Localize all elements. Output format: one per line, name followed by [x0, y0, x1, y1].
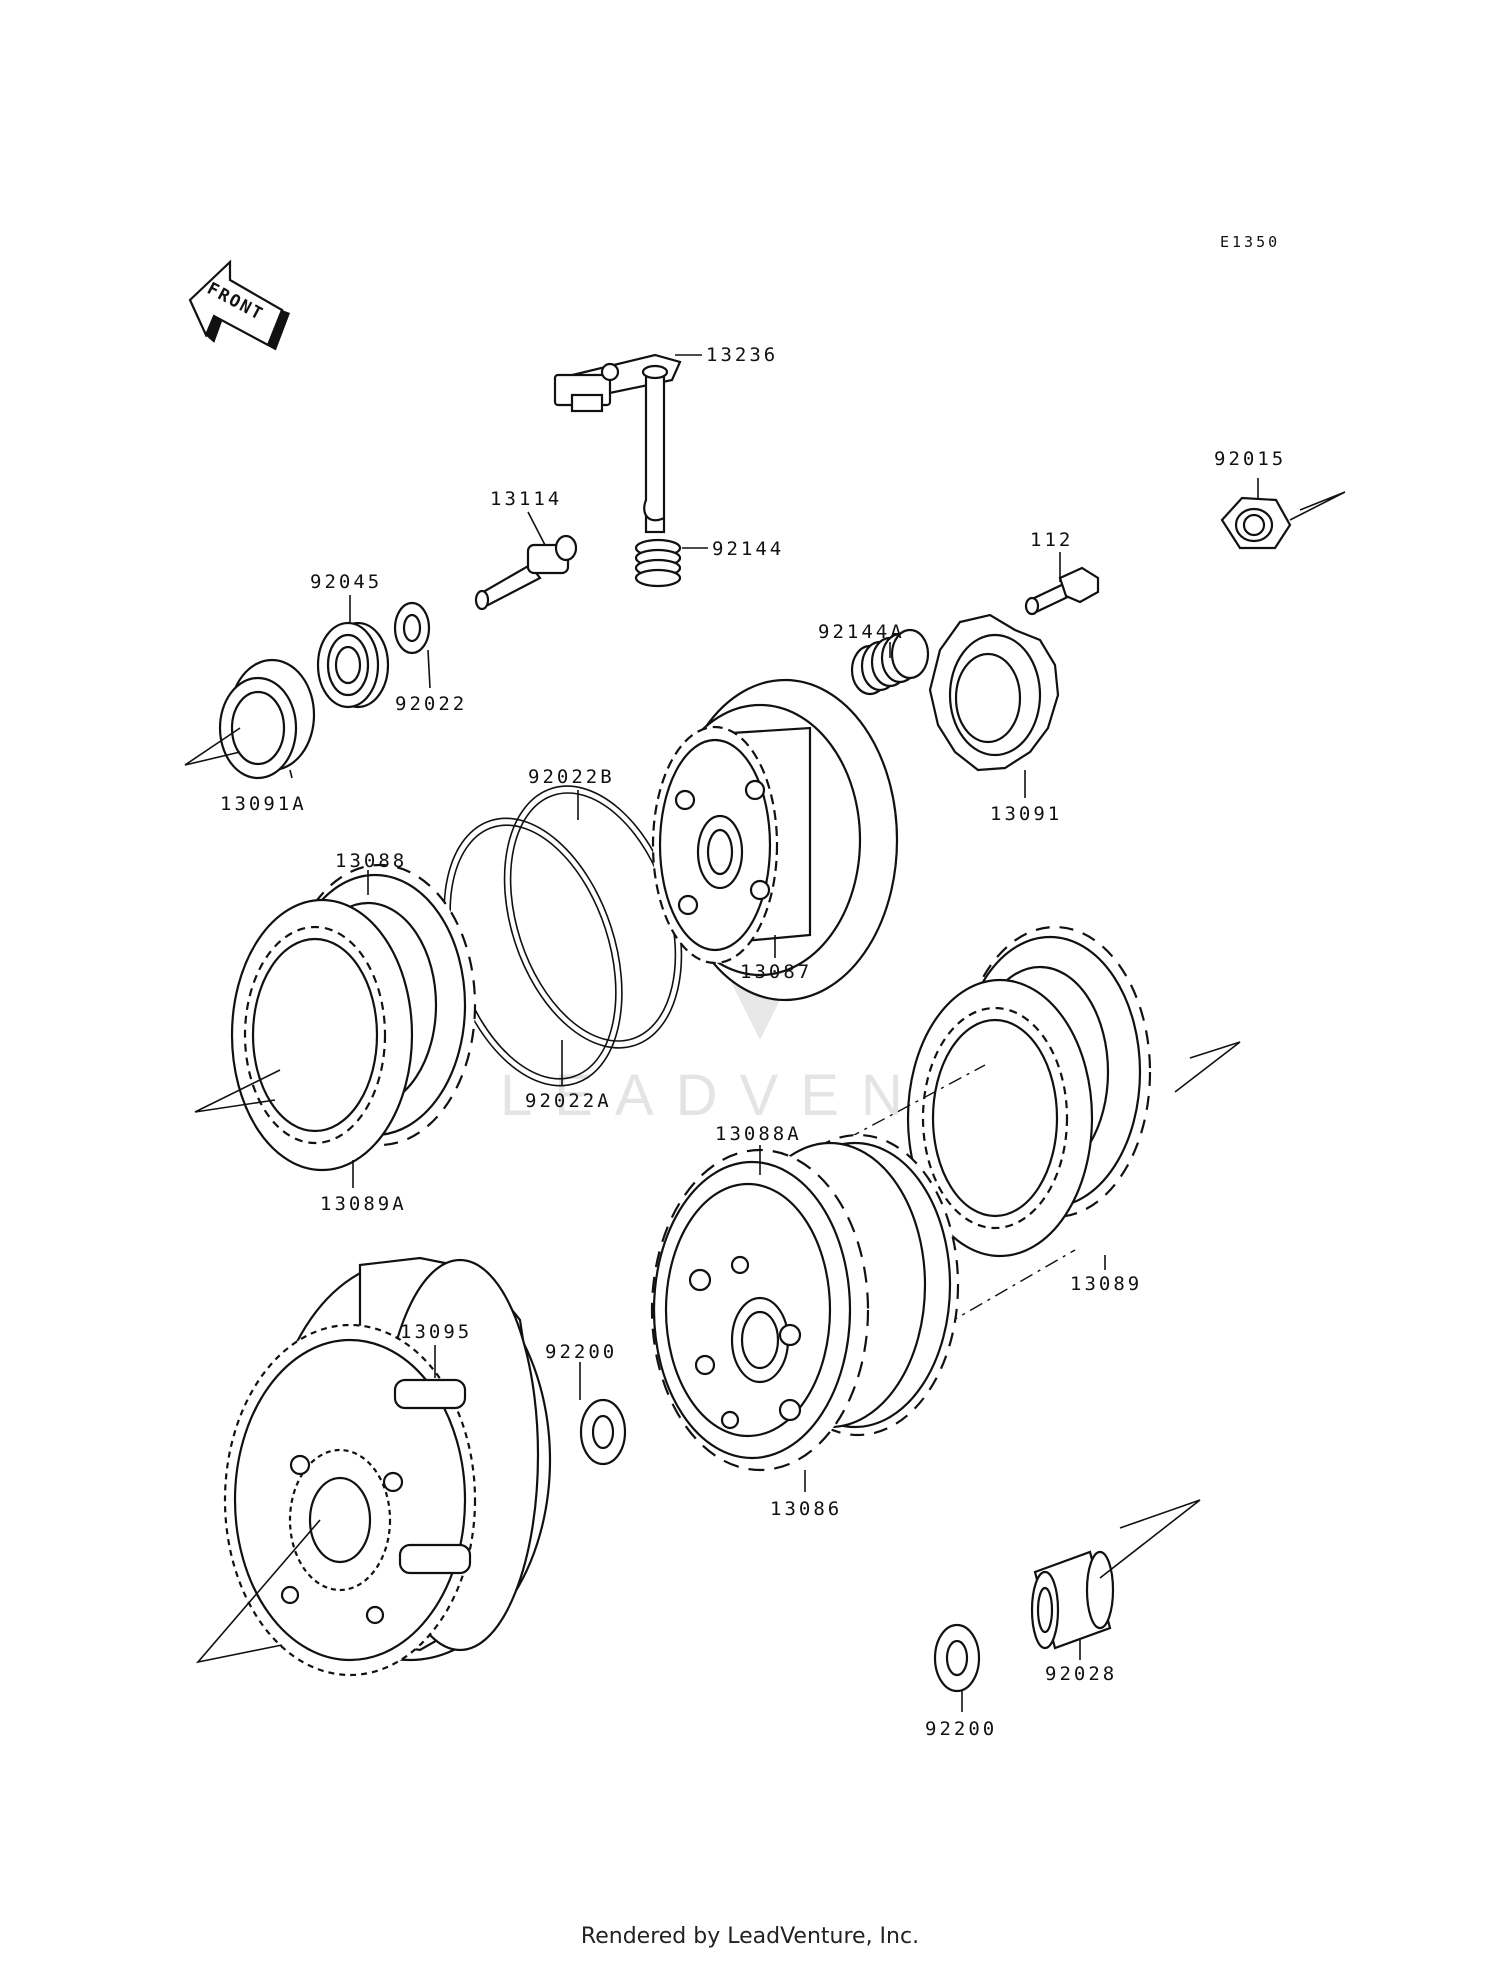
- clutch-hub-13087: [651, 678, 899, 1002]
- washer-92022: [393, 601, 431, 655]
- part-label-13089: 13089: [1070, 1273, 1142, 1295]
- steel-plate-13089A: [230, 898, 414, 1172]
- clutch-housing-13095: [223, 1256, 552, 1677]
- part-label-112: 112: [1030, 529, 1073, 551]
- clutch-release-lever: [553, 353, 682, 534]
- front-arrow-icon: [188, 259, 290, 351]
- part-label-92015: 92015: [1214, 448, 1286, 470]
- bolt-112: [1024, 566, 1100, 616]
- collar-92028: [1030, 1550, 1115, 1650]
- washer-92200-upper: [579, 1398, 627, 1466]
- leader-line: [194, 1069, 281, 1113]
- part-label-92200-upper: 92200: [545, 1341, 617, 1363]
- spring-92144: [634, 538, 682, 588]
- part-label-92022A: 92022A: [525, 1090, 612, 1112]
- part-label-13236: 13236: [706, 344, 778, 366]
- leader-line: [1099, 1499, 1201, 1579]
- plate-set-13089: [906, 925, 1152, 1258]
- bearing-92045: [316, 621, 390, 709]
- leader-line: [1174, 1041, 1241, 1093]
- part-label-13088A: 13088A: [715, 1123, 802, 1145]
- part-label-13087: 13087: [740, 961, 812, 983]
- part-label-13095: 13095: [400, 1321, 472, 1343]
- pressure-plate-13086: [650, 1148, 870, 1472]
- part-label-13089A: 13089A: [320, 1193, 407, 1215]
- pressure-plate-13091: [928, 613, 1060, 772]
- part-label-13114: 13114: [490, 488, 562, 510]
- spring-92144A: [850, 628, 930, 696]
- leader-line: [427, 649, 431, 689]
- cup-13091A: [218, 658, 316, 780]
- part-label-92144: 92144: [712, 538, 784, 560]
- leader-line: [1289, 491, 1346, 521]
- footer-credit: Rendered by LeadVenture, Inc.: [580, 1924, 920, 1949]
- part-label-92022B: 92022B: [528, 766, 615, 788]
- part-label-13091: 13091: [990, 803, 1062, 825]
- part-label-13088: 13088: [335, 850, 407, 872]
- leader-line: [289, 769, 293, 779]
- diagram-code: E1350: [1220, 233, 1280, 251]
- washer-92200-lower: [933, 1623, 981, 1693]
- leader-line: [195, 1519, 321, 1664]
- part-label-92200-lower: 92200: [925, 1718, 997, 1740]
- part-label-13086: 13086: [770, 1498, 842, 1520]
- part-label-92144A: 92144A: [818, 621, 905, 643]
- leader-line: [527, 511, 546, 546]
- alignment-line: [944, 1249, 1076, 1326]
- nut-92015: [1220, 496, 1292, 550]
- part-label-92028: 92028: [1045, 1663, 1117, 1685]
- part-label-92022: 92022: [395, 693, 467, 715]
- part-label-13091A: 13091A: [220, 793, 307, 815]
- part-label-92045: 92045: [310, 571, 382, 593]
- leader-line: [184, 727, 241, 766]
- pushrod-13114: [474, 534, 578, 611]
